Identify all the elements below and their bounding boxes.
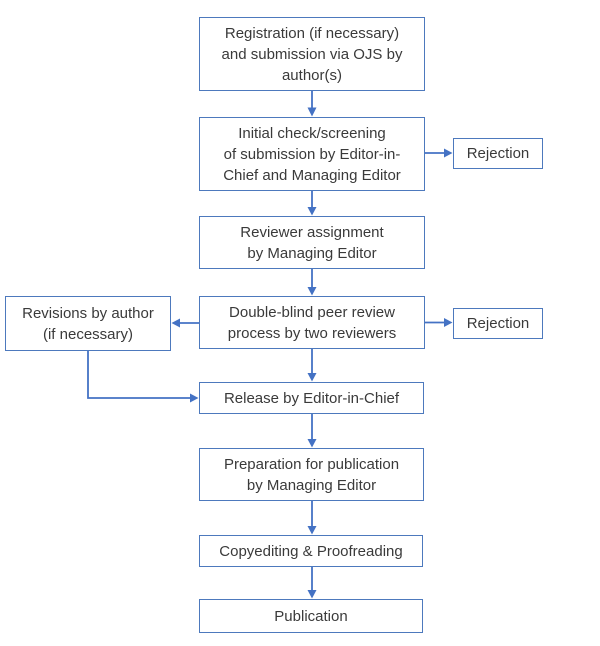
node-initial-check: Initial check/screening of submission by… (199, 117, 425, 191)
arrow-release-to-preparation (307, 414, 317, 448)
arrow-preparation-to-copyediting (307, 501, 317, 535)
arrow-peer-review-to-rejection (425, 318, 453, 327)
node-rejection-1: Rejection (453, 138, 543, 169)
node-reviewer-assignment: Reviewer assignment by Managing Editor (199, 216, 425, 269)
node-peer-review: Double-blind peer review process by two … (199, 296, 425, 349)
arrow-registration-to-initial-check (307, 91, 317, 117)
node-preparation: Preparation for publication by Managing … (199, 448, 424, 501)
node-registration: Registration (if necessary) and submissi… (199, 17, 425, 91)
arrow-reviewer-assignment-to-peer-review (307, 269, 317, 296)
arrow-copyediting-to-publication (307, 567, 317, 599)
arrow-revisions-to-release (87, 351, 199, 403)
node-publication: Publication (199, 599, 423, 633)
node-rejection-2: Rejection (453, 308, 543, 339)
arrow-initial-check-to-reviewer-assignment (307, 191, 317, 216)
arrow-peer-review-to-release (307, 349, 317, 382)
node-release: Release by Editor-in-Chief (199, 382, 424, 414)
arrow-peer-review-to-revisions (171, 318, 199, 328)
node-copyediting: Copyediting & Proofreading (199, 535, 423, 567)
node-revisions: Revisions by author (if necessary) (5, 296, 171, 351)
arrow-initial-check-to-rejection (425, 148, 453, 158)
